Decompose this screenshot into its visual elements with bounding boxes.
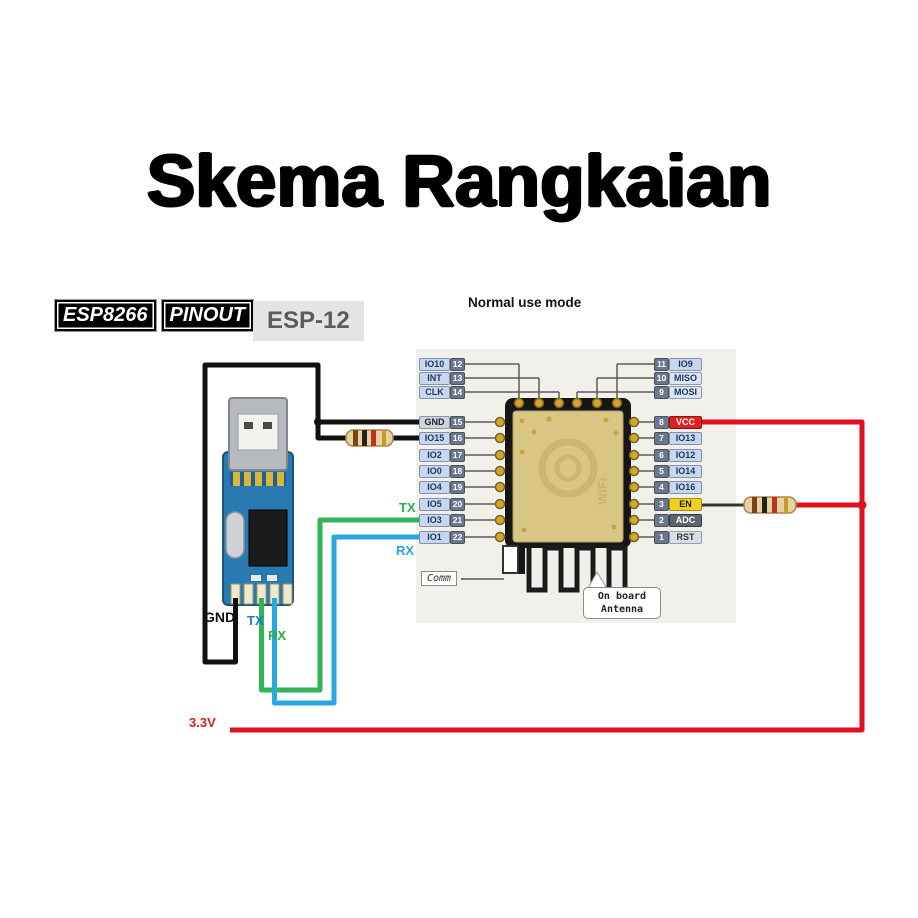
comm-label: Comm [421,571,458,586]
module-pad [628,498,640,510]
antenna-trace-icon [526,545,628,593]
adapter-pin [282,583,293,605]
module-pad [628,481,640,493]
svg-text:WiFi: WiFi [595,478,610,505]
usb-tx-label: TX [247,613,264,628]
onboard-antenna-callout: On board Antenna [583,587,661,619]
module-pad [494,498,506,510]
module-pad [553,397,565,409]
module-pad [611,397,623,409]
module-pad [628,465,640,477]
gnd-wire [202,362,419,665]
module-pad [591,397,603,409]
usb-gnd-label: GND [204,609,236,625]
usb-serial-adapter [222,397,294,606]
module-pad [494,481,506,493]
module-name-badge: ESP-12 [253,301,364,341]
module-pad [494,416,506,428]
esp8266-badge: ESP8266 [54,299,157,332]
module-pad [494,465,506,477]
module-pad [571,397,583,409]
adapter-pin [243,583,254,605]
comm-pad [502,545,519,574]
ic-chip-icon [248,509,288,567]
pin-connector-lines [465,363,654,543]
module-pad [628,449,640,461]
esp-tx-label: TX [399,500,416,515]
rx-wire [272,534,419,706]
module-pad [533,397,545,409]
crystal-icon [225,511,245,559]
supply-3v3-label: 3.3V [189,715,216,730]
esp-rx-label: RX [396,543,415,558]
page-title: Skema Rangkaian [146,141,772,222]
esp12-module: WiFi [502,398,631,593]
tx-wire [259,517,419,693]
module-pad [494,531,506,543]
module-pad [628,514,640,526]
resistor-io15-pulldown-icon [345,429,394,447]
gnd-junction-dot [314,418,322,426]
module-pad [628,416,640,428]
module-pad [494,514,506,526]
mode-heading: Normal use mode [468,295,582,310]
module-pad [628,432,640,444]
resistor-en-pullup-icon [743,496,797,514]
module-pad [494,449,506,461]
module-pad [628,531,640,543]
module-pad [513,397,525,409]
vcc-junction-dot [857,500,867,510]
vcc-wire [230,419,865,733]
wifi-logo-icon [538,438,598,498]
usb-rx-label: RX [268,628,287,643]
module-pad [494,432,506,444]
